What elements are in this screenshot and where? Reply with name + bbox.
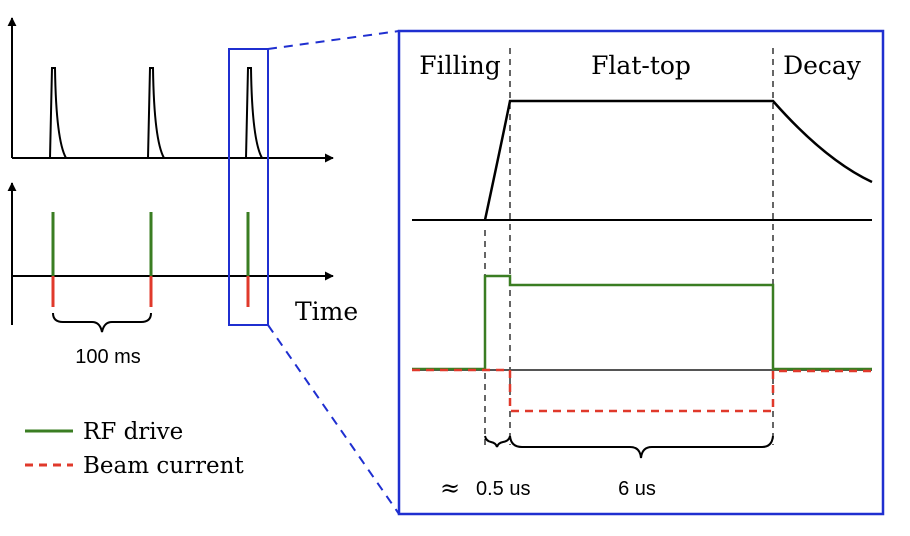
fill-duration-brace — [484, 435, 511, 448]
flattop-duration-label: 6 us — [618, 478, 656, 500]
field-pulse-1 — [49, 67, 67, 159]
period-brace — [52, 312, 152, 333]
approx-symbol: ≈ — [440, 474, 460, 502]
zoom-panel-frame — [397, 29, 885, 516]
phase-label-decay: Decay — [783, 51, 862, 80]
zoom-selection-box — [228, 48, 269, 326]
period-label: 100 ms — [75, 346, 141, 368]
fill-duration-label: 0.5 us — [476, 478, 530, 500]
legend: RF drive Beam current — [25, 419, 244, 479]
bottom-left-panel: 100 ms Time — [7, 182, 358, 368]
zoom-connector-bottom — [267, 324, 400, 515]
zoom-indicator — [228, 30, 400, 515]
zoom-panel: Filling Flat-top Decay ≈ 0.5 us 6 us — [397, 29, 885, 516]
field-envelope — [483, 99, 873, 221]
beam-current-trace — [412, 368, 872, 413]
zoom-connector-top — [267, 30, 400, 50]
legend-label-beam-current: Beam current — [83, 453, 244, 479]
field-pulse-2 — [147, 67, 165, 159]
field-pulse-3 — [245, 67, 263, 159]
phase-label-filling: Filling — [419, 51, 500, 80]
phase-label-flattop: Flat-top — [591, 51, 691, 80]
rf-drive-trace — [412, 274, 872, 371]
top-left-panel — [7, 17, 334, 163]
flattop-duration-brace — [509, 435, 774, 459]
legend-label-rf-drive: RF drive — [83, 419, 183, 445]
time-axis-label: Time — [295, 297, 358, 326]
